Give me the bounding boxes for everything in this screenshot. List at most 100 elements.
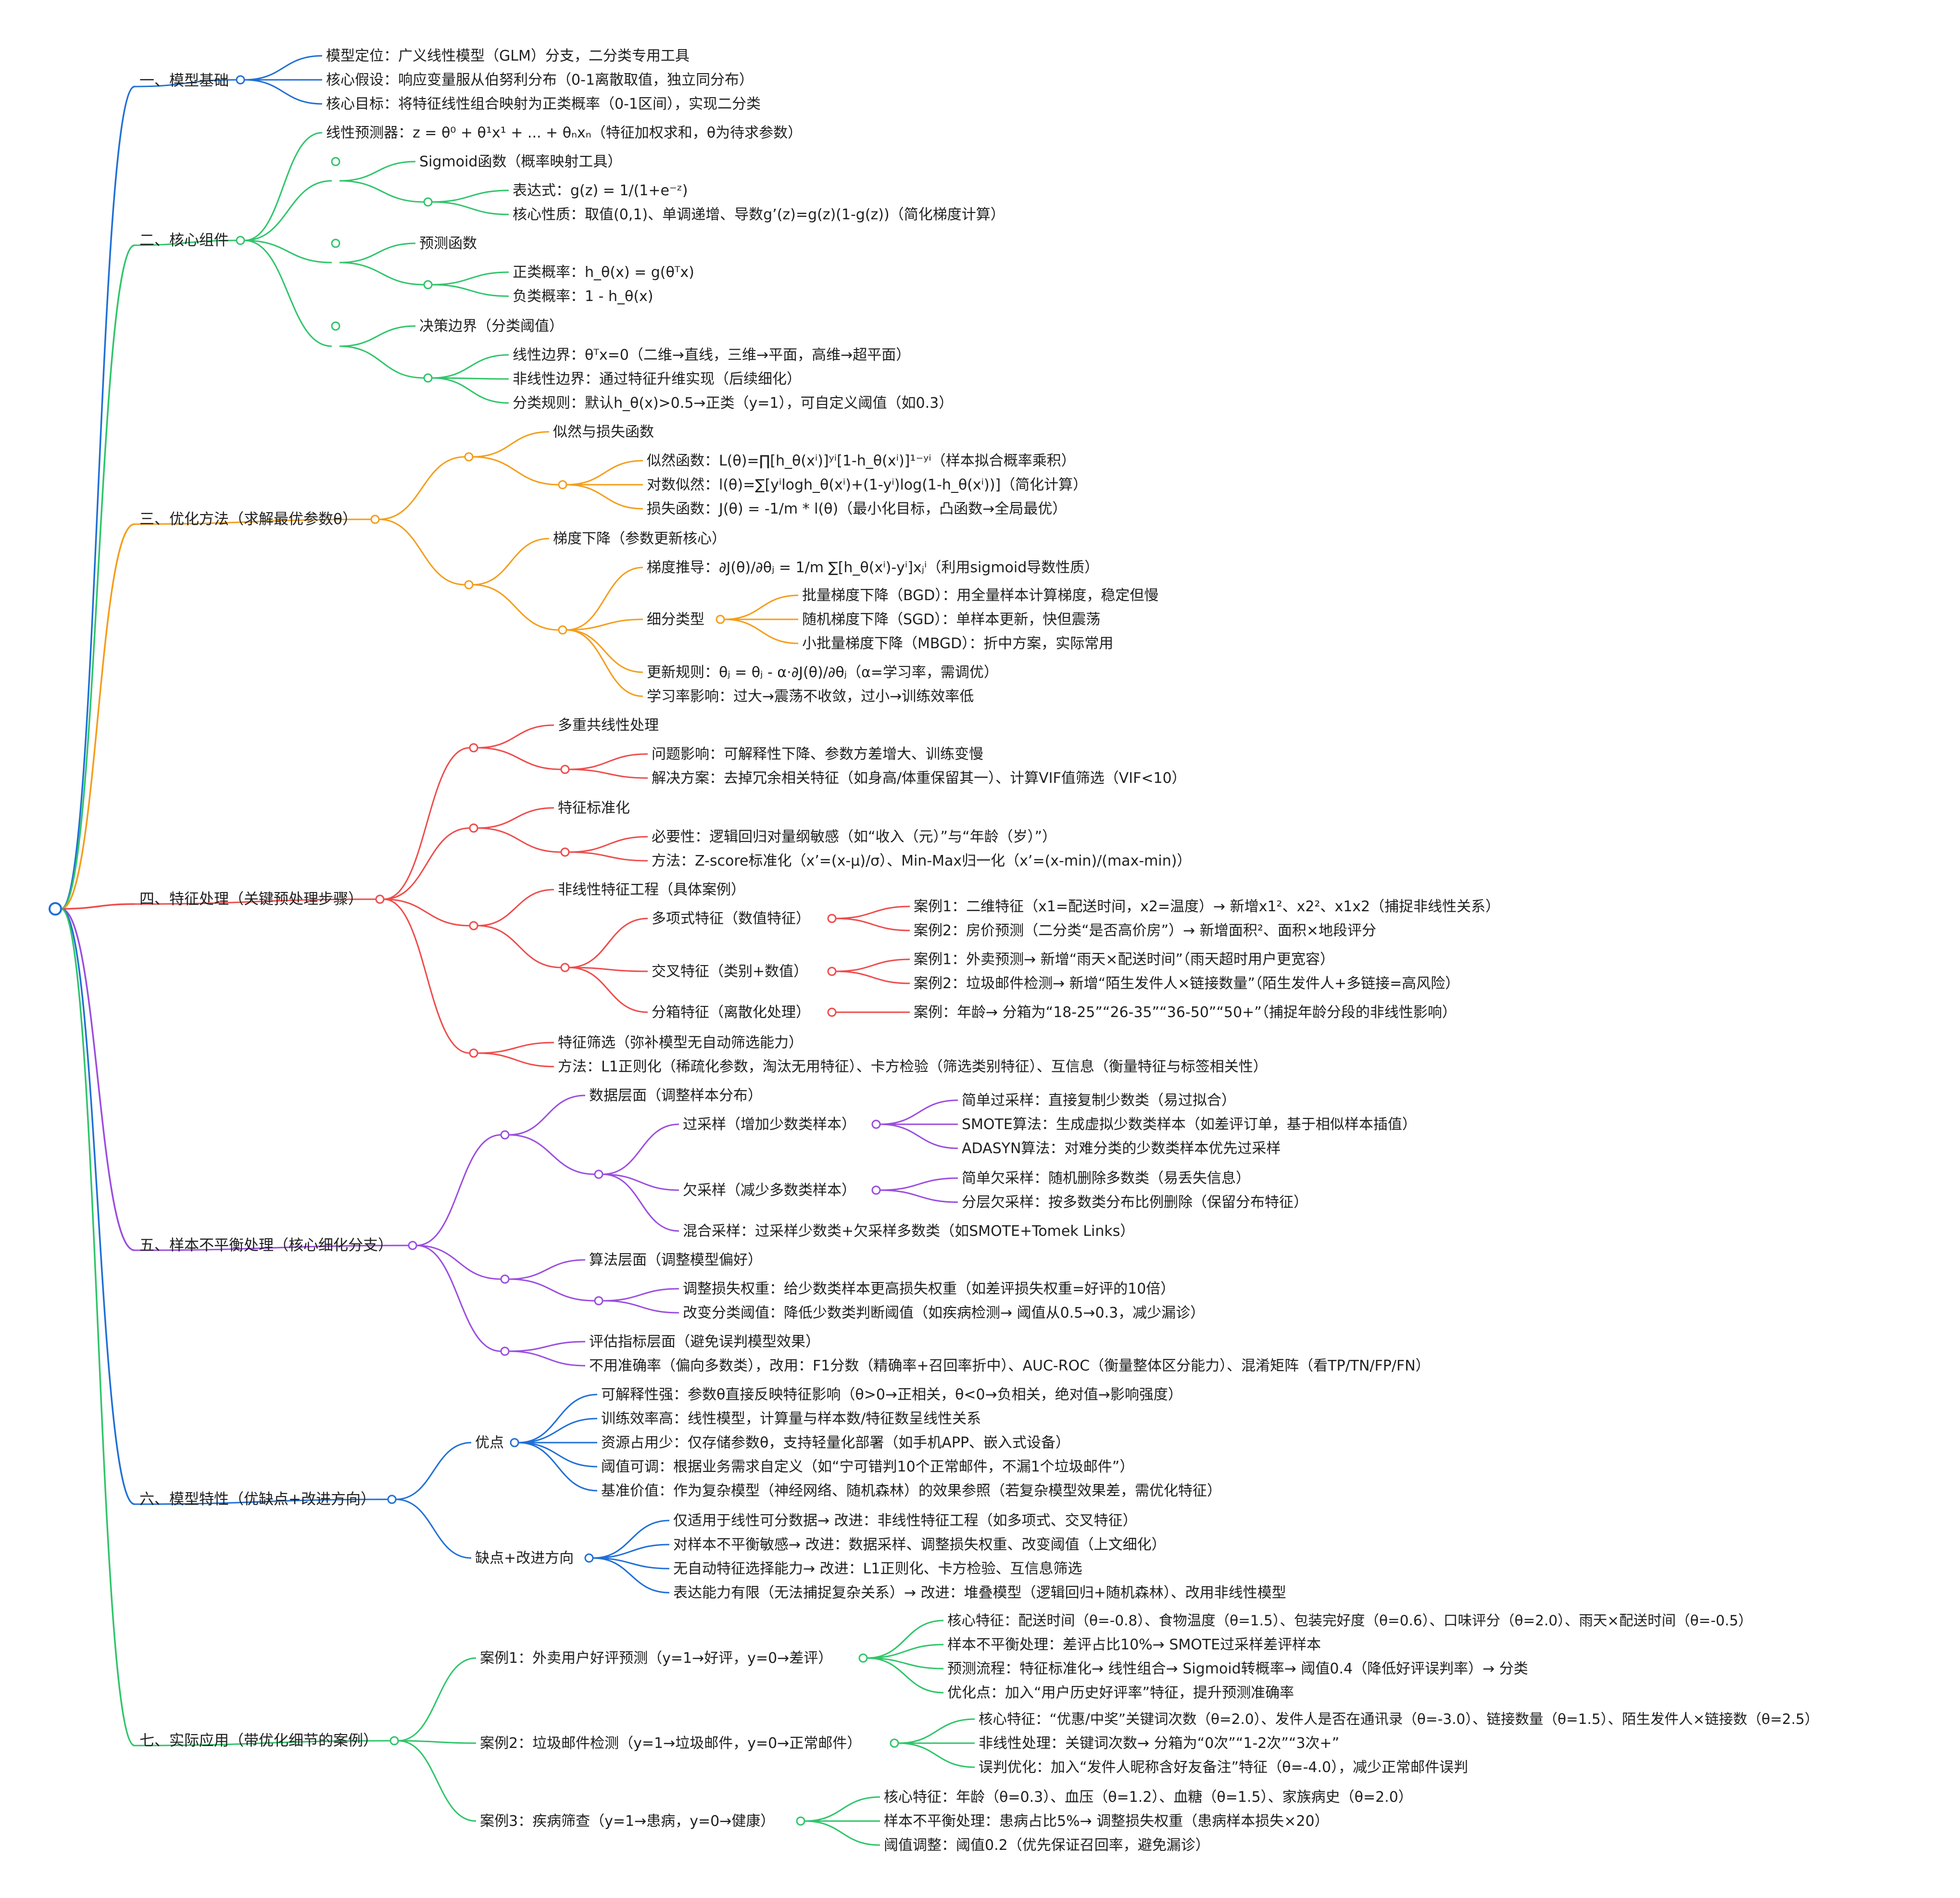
s6-item-8: 仅适用于线性可分数据→ 改进：非线性特征工程（如多项式、交叉特征）	[673, 1512, 1137, 1529]
s6-sub-node[interactable]	[510, 1438, 519, 1447]
s4-item-7: 非线性特征工程（具体案例）	[558, 881, 745, 898]
s7-item-6: 案例2：垃圾邮件检测（y=1→垃圾邮件，y=0→正常邮件）	[480, 1735, 861, 1752]
s7-sub-node[interactable]	[890, 1738, 899, 1748]
s4-sub3-node[interactable]	[827, 967, 837, 976]
s7-sub-node[interactable]	[858, 1653, 868, 1663]
s1-node[interactable]	[236, 75, 245, 85]
connector-line	[61, 908, 135, 1505]
s5-sub-node[interactable]	[500, 1274, 510, 1284]
s3-node[interactable]	[370, 515, 380, 524]
s2-sub-node[interactable]	[331, 321, 340, 331]
s2-item-10: 非线性边界：通过特征升维实现（后续细化）	[513, 371, 801, 388]
connector-line	[378, 456, 465, 520]
section-2-label[interactable]: 二、核心组件	[139, 232, 229, 249]
s4-node[interactable]	[375, 894, 385, 904]
connector-line	[592, 1520, 670, 1559]
connector-line	[592, 1557, 670, 1570]
s3-sub2-node[interactable]	[558, 625, 567, 635]
connector-line	[431, 284, 509, 297]
s2-sub2-node[interactable]	[423, 373, 433, 383]
connector-lines	[61, 55, 975, 1846]
s5-sub3-node[interactable]	[871, 1119, 881, 1129]
section-7-label[interactable]: 七、实际应用（带优化细节的案例）	[139, 1732, 378, 1749]
s6-node[interactable]	[387, 1495, 397, 1504]
section-3-label[interactable]: 三、优化方法（求解最优参数θ）	[139, 511, 357, 528]
s2-item-2: Sigmoid函数（概率映射工具）	[419, 153, 622, 170]
s5-node[interactable]	[408, 1241, 417, 1250]
s3-sub-node[interactable]	[464, 452, 474, 462]
s7-item-11: 核心特征：年龄（θ=0.3）、血压（θ=1.2）、血糖（θ=1.5）、家族病史（…	[884, 1789, 1413, 1806]
s5-item-13: 评估指标层面（避免误判模型效果）	[589, 1333, 820, 1350]
connector-line	[568, 768, 648, 779]
connector-line	[339, 345, 425, 379]
s5-item-2: 过采样（增加少数类样本）	[683, 1116, 856, 1133]
s6-sub-node[interactable]	[584, 1553, 594, 1563]
s4-item-11: 交叉特征（类别+数值）	[652, 963, 808, 980]
s6-item-2: 可解释性强：参数θ直接反映特征影响（θ>0→正相关，θ<0→负相关，绝对值→影响…	[601, 1386, 1182, 1403]
s3-item-9: 随机梯度下降（SGD）：单样本更新，快但震荡	[802, 611, 1100, 628]
connector-line	[508, 1134, 595, 1175]
s2-sub-node[interactable]	[331, 157, 340, 166]
s5-sub3-node[interactable]	[871, 1185, 881, 1195]
s3-sub3-node[interactable]	[716, 615, 725, 624]
s3-sub2-node[interactable]	[558, 480, 567, 490]
s2-node[interactable]	[236, 236, 245, 245]
connector-line	[602, 1173, 679, 1232]
s6-item-7: 缺点+改进方向	[475, 1550, 574, 1567]
s5-sub2-node[interactable]	[594, 1169, 603, 1179]
s7-item-8: 非线性处理：关键词次数→ 分箱为“0次”“1-2次”“3次+”	[979, 1735, 1339, 1752]
s4-sub-node[interactable]	[469, 1048, 478, 1058]
s3-sub-node[interactable]	[464, 580, 474, 590]
s5-sub-node[interactable]	[500, 1346, 510, 1356]
connector-line	[383, 898, 470, 927]
s4-sub2-node[interactable]	[560, 765, 570, 774]
connector-line	[395, 1498, 472, 1559]
connector-line	[431, 271, 509, 286]
s4-sub2-node[interactable]	[560, 847, 570, 857]
s2-sub2-node[interactable]	[423, 197, 433, 207]
s4-sub2-node[interactable]	[560, 963, 570, 972]
s4-sub-node[interactable]	[469, 743, 478, 753]
s4-sub-node[interactable]	[469, 921, 478, 930]
connector-line	[508, 1278, 595, 1302]
section-1-label[interactable]: 一、模型基础	[139, 72, 229, 89]
section-4-label[interactable]: 四、特征处理（关键预处理步骤）	[139, 891, 363, 908]
s2-sub2-node[interactable]	[423, 280, 433, 289]
connector-line	[566, 629, 643, 697]
connector-line	[339, 180, 425, 203]
connector-line	[416, 1244, 502, 1280]
section-6-label[interactable]: 六、模型特性（优缺点+改进方向）	[139, 1491, 376, 1508]
s7-item-12: 样本不平衡处理：患病占比5%→ 调整损失权重（患病样本损失×20）	[884, 1813, 1329, 1830]
connector-line	[339, 242, 416, 264]
root-node[interactable]	[49, 902, 62, 916]
s4-sub-node[interactable]	[469, 823, 478, 833]
s3-item-12: 学习率影响：过大→震荡不收敛，过小→训练效率低	[647, 688, 974, 705]
connector-line	[566, 618, 643, 631]
connector-line	[398, 1740, 477, 1744]
s5-sub2-node[interactable]	[594, 1296, 603, 1306]
s4-sub3-node[interactable]	[827, 914, 837, 923]
s7-node[interactable]	[389, 1736, 399, 1746]
s5-item-4: SMOTE算法：生成虚拟少数类样本（如差评订单，基于相似样本插值）	[962, 1116, 1417, 1133]
connector-line	[398, 1657, 477, 1742]
s7-sub-node[interactable]	[796, 1816, 805, 1826]
connector-line	[867, 1620, 944, 1659]
s2-item-11: 分类规则：默认h_θ(x)>0.5→正类（y=1），可自定义阈值（如0.3）	[513, 395, 953, 412]
s5-sub-node[interactable]	[500, 1130, 510, 1140]
s3-item-11: 更新规则：θⱼ = θⱼ - α·∂J(θ)/∂θⱼ（α=学习率，需调优）	[647, 664, 998, 681]
connector-line	[472, 456, 559, 486]
s7-item-9: 误判优化：加入“发件人昵称含好友备注”特征（θ=-4.0），减少正常邮件误判	[979, 1759, 1468, 1776]
s4-sub3-node[interactable]	[827, 1007, 837, 1017]
connector-line	[61, 903, 135, 910]
section-5-label[interactable]: 五、样本不平衡处理（核心细化分支）	[139, 1237, 393, 1254]
s5-item-6: 欠采样（减少多数类样本）	[683, 1182, 856, 1199]
s5-item-9: 混合采样：过采样少数类+欠采样多数类（如SMOTE+Tomek Links）	[683, 1223, 1134, 1240]
s7-item-13: 阈值调整：阈值0.2（优先保证召回率，避免漏诊）	[884, 1837, 1210, 1854]
s6-item-4: 资源占用少：仅存储参数θ，支持轻量化部署（如手机APP、嵌入式设备）	[601, 1434, 1070, 1451]
connector-line	[134, 518, 372, 525]
connector-line	[508, 1341, 586, 1352]
connector-line	[477, 747, 562, 770]
connector-line	[472, 584, 559, 631]
connector-line	[244, 239, 332, 264]
s2-sub-node[interactable]	[331, 239, 340, 248]
